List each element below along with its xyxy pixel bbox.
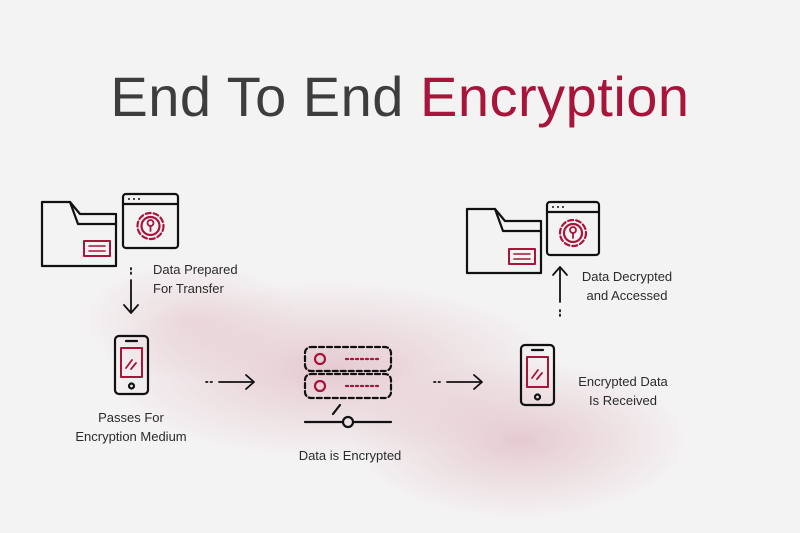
step-encrypted-line1: Data is Encrypted — [298, 448, 402, 463]
server-icon — [303, 345, 393, 429]
step-received-label: Encrypted Data Is Received — [568, 372, 678, 410]
arrow-right-icon — [205, 374, 255, 390]
page-title: End To End Encryption — [0, 62, 800, 132]
step-decrypted-line2: and Accessed — [586, 288, 668, 303]
step-prepared-line2: For Transfer — [153, 281, 224, 296]
arrow-up-icon — [552, 266, 568, 317]
step-received-line2: Is Received — [589, 393, 657, 408]
arrow-down-icon — [123, 267, 139, 314]
step-passes-line2: Encryption Medium — [75, 429, 187, 444]
gear-lock-window-icon — [121, 192, 180, 250]
arrow-right-icon — [433, 374, 483, 390]
step-encrypted-label: Data is Encrypted — [280, 446, 420, 465]
title-text: End To End — [110, 65, 420, 128]
step-passes-line1: Passes For — [98, 410, 164, 425]
gear-lock-window-icon — [545, 200, 601, 257]
step-decrypted-label: Data Decrypted and Accessed — [572, 267, 682, 305]
step-prepared-line1: Data Prepared — [153, 262, 238, 277]
folder-icon — [40, 200, 118, 268]
step-received-line1: Encrypted Data — [578, 374, 668, 389]
step-prepared-label: Data Prepared For Transfer — [153, 260, 238, 298]
folder-icon — [465, 207, 543, 275]
sender-phone-icon — [113, 334, 150, 396]
step-passes-label: Passes For Encryption Medium — [60, 408, 202, 446]
step-decrypted-line1: Data Decrypted — [581, 269, 673, 284]
receiver-phone-icon — [519, 343, 556, 407]
title-accent-text: Encryption — [420, 65, 690, 128]
